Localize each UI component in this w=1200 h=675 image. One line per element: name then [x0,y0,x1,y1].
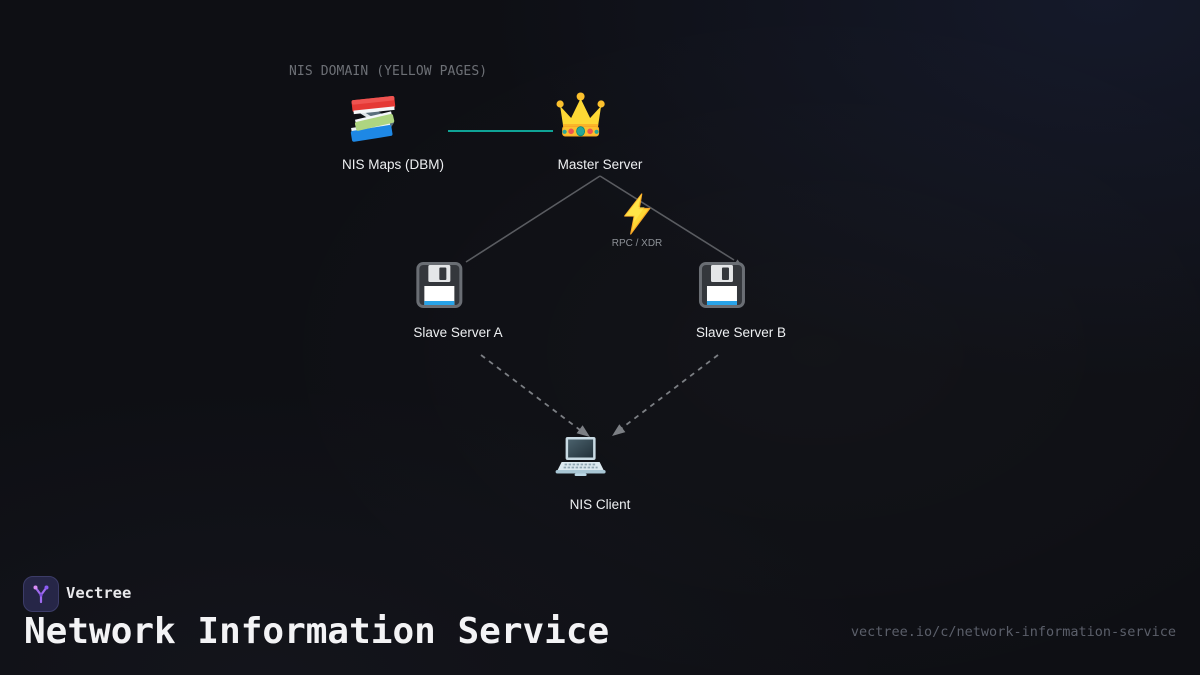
rpc-xdr-edge-label-group: RPC / XDR [611,192,663,249]
node-label: Slave Server A [413,325,503,340]
footer-url: vectree.io/c/network-information-service [850,624,1176,640]
node-nis-maps: NIS Maps (DBM) [342,91,444,172]
floppy-disk-icon [696,259,748,311]
domain-label: NIS DOMAIN (YELLOW PAGES) [289,64,488,79]
node-slave-server-a: Slave Server A [413,259,503,340]
laptop-icon [555,433,607,483]
node-label: Slave Server B [695,325,787,340]
node-label: Master Server [557,157,643,172]
brand-name: Vectree [66,584,132,602]
client-right-arrowhead-icon [612,424,626,436]
node-label: NIS Client [569,497,631,512]
client-left-arrowhead-icon [576,425,590,437]
lightning-icon [617,192,657,236]
edge-label: RPC / XDR [611,238,663,249]
crown-icon [554,89,608,143]
slave-a-client-link [480,354,581,431]
footer: Vectree Network Information Service vect… [0,555,1200,675]
master-slave-a-link [465,175,601,263]
node-master-server: Master Server [556,89,643,172]
page-title: Network Information Service [24,611,610,652]
node-nis-client: NIS Client [556,433,631,512]
master-slave-b-link [599,175,735,261]
floppy-disk-icon [413,259,465,311]
node-slave-server-b: Slave Server B [696,259,786,340]
node-label: NIS Maps (DBM) [341,157,445,172]
slave-b-client-link [621,354,719,429]
vectree-logo [23,576,59,612]
books-icon [348,91,400,143]
